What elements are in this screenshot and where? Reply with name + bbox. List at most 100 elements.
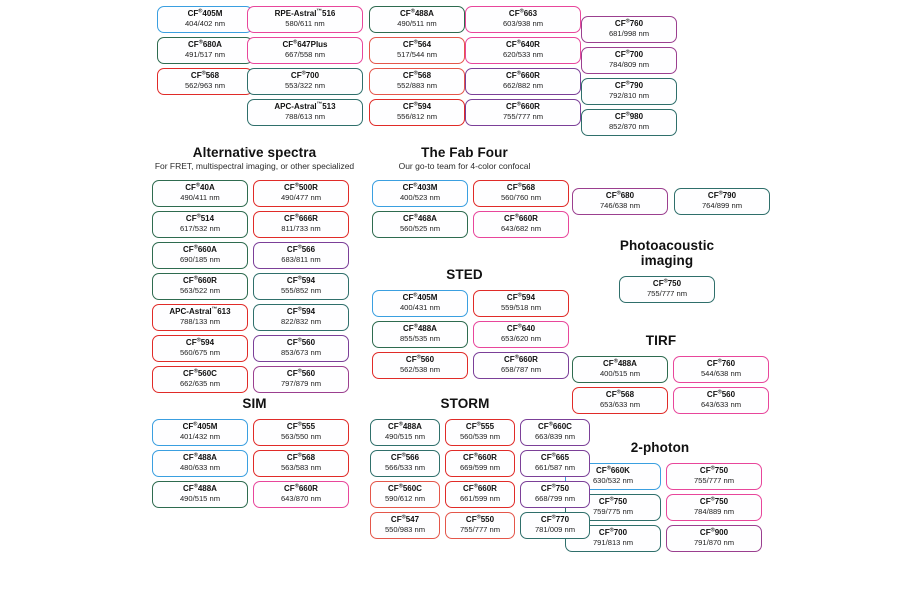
dye-name: CF®594 bbox=[286, 275, 316, 285]
dye-name: CF®488A bbox=[400, 8, 434, 18]
dye-name: CF®594 bbox=[506, 292, 536, 302]
dye-wavelengths: 653/620 nm bbox=[500, 333, 542, 343]
dye-wavelengths: 746/638 nm bbox=[599, 200, 641, 210]
dye-wavelengths: 855/535 nm bbox=[399, 333, 441, 343]
dye-name: CF®750 bbox=[699, 465, 729, 475]
trademark-mark: ® bbox=[398, 421, 403, 428]
dye-name: CF®555 bbox=[465, 421, 495, 431]
dye-name: CF®568 bbox=[402, 70, 432, 80]
trademark-mark: ® bbox=[398, 483, 403, 490]
dye-name: CF®680A bbox=[188, 39, 222, 49]
trademark-mark: ® bbox=[401, 514, 406, 521]
trademark-mark: ™ bbox=[211, 306, 218, 313]
dye-wavelengths: 550/983 nm bbox=[384, 524, 426, 534]
dye-wavelengths: 788/613 nm bbox=[284, 111, 326, 121]
trademark-mark: ® bbox=[193, 275, 198, 282]
dye-name: CF®640R bbox=[506, 39, 540, 49]
section-title-sted: STED bbox=[446, 267, 483, 282]
dye-wavelengths: 791/813 nm bbox=[592, 537, 634, 547]
dye-wavelengths: 555/852 nm bbox=[280, 285, 322, 295]
dye-wavelengths: 653/633 nm bbox=[599, 399, 641, 409]
dye-wavelengths: 643/633 nm bbox=[700, 399, 742, 409]
dye-name: CF®750 bbox=[598, 496, 628, 506]
